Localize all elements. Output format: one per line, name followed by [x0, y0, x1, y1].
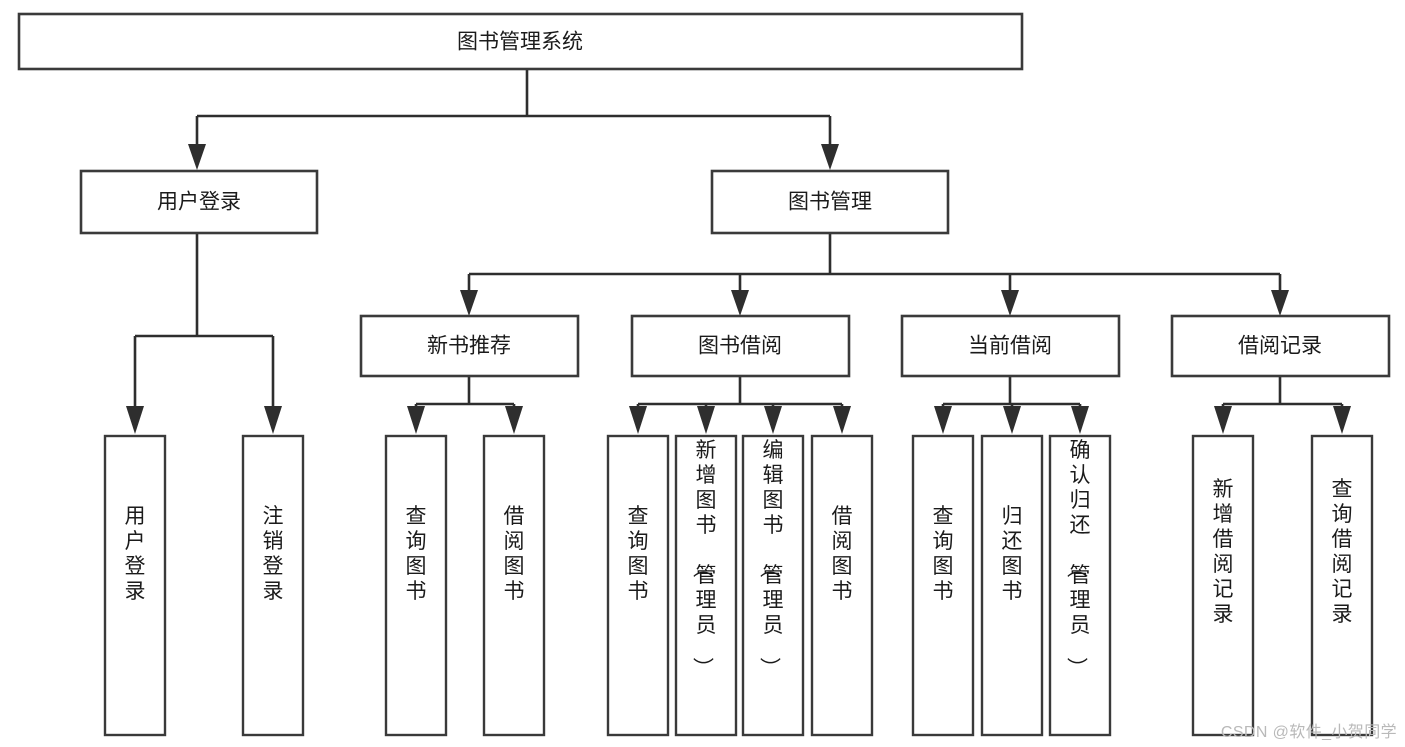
- leaf-return-book-box[interactable]: [980, 434, 1044, 737]
- arrow-leaf-add-book: [697, 406, 715, 434]
- arrow-to-book-borrow: [731, 290, 749, 316]
- node-current-borrow-label: 当前借阅: [968, 335, 1052, 358]
- node-book-borrow[interactable]: 图书借阅: [630, 314, 851, 378]
- arrow-leaf-logout-login: [264, 406, 282, 434]
- connector-group-root: [188, 69, 839, 170]
- node-root-label: 图书管理系统: [457, 31, 583, 54]
- leaf-query-book-2-box[interactable]: [606, 434, 670, 737]
- node-current-borrow-box[interactable]: [900, 314, 1121, 378]
- leaf-node-query-book-2[interactable]: 查询图书: [606, 434, 670, 737]
- node-new-book-recommend-label: 新书推荐: [427, 335, 511, 358]
- node-user-login[interactable]: 用户登录: [79, 169, 319, 235]
- leaf-node-borrow-book-1[interactable]: 借阅图书: [482, 434, 546, 737]
- node-user-login-label: 用户登录: [157, 191, 241, 214]
- connector-group-book-borrow: [629, 376, 851, 434]
- connector-group-book-management: [460, 234, 1289, 316]
- node-borrow-record-box[interactable]: [1170, 314, 1391, 378]
- leaf-borrow-book-2-box[interactable]: [810, 434, 874, 737]
- leaf-node-edit-book[interactable]: 编辑图书（管理员）: [741, 434, 805, 737]
- leaf-query-record-label: 查询借阅记录: [1332, 478, 1353, 626]
- leaf-edit-book-box[interactable]: [741, 434, 805, 737]
- leaf-query-book-1-box[interactable]: [384, 434, 448, 737]
- leaf-edit-book-label: 编辑图书（管理员）: [758, 439, 784, 678]
- arrow-to-user-login: [188, 144, 206, 170]
- node-book-management[interactable]: 图书管理: [710, 169, 950, 235]
- node-root-box[interactable]: [17, 12, 1024, 71]
- leaf-borrow-book-1-box[interactable]: [482, 434, 546, 737]
- leaf-query-record-box[interactable]: [1310, 434, 1374, 737]
- leaf-node-confirm-return[interactable]: 确认归还（管理员）: [1048, 434, 1112, 737]
- node-book-borrow-label: 图书借阅: [698, 335, 782, 358]
- leaf-node-logout-login[interactable]: 注销登录: [241, 434, 305, 737]
- arrow-leaf-query-book-3: [934, 406, 952, 434]
- leaf-add-record-box[interactable]: [1191, 434, 1255, 737]
- node-user-login-box[interactable]: [79, 169, 319, 235]
- leaf-node-add-record[interactable]: 新增借阅记录: [1191, 434, 1255, 737]
- leaf-return-book-label: 归还图书: [1002, 505, 1023, 603]
- leaf-add-book-box[interactable]: [674, 434, 738, 737]
- arrow-leaf-return-book: [1003, 406, 1021, 434]
- arrow-to-new-book-recommend: [460, 290, 478, 316]
- leaf-confirm-return-box[interactable]: [1048, 434, 1112, 737]
- leaf-borrow-book-2-label: 借阅图书: [832, 505, 853, 603]
- arrow-leaf-user-login: [126, 406, 144, 434]
- arrow-leaf-add-record: [1214, 406, 1232, 434]
- arrow-leaf-query-record: [1333, 406, 1351, 434]
- node-book-borrow-box[interactable]: [630, 314, 851, 378]
- node-borrow-record-label: 借阅记录: [1238, 335, 1322, 358]
- arrow-to-book-management: [821, 144, 839, 170]
- node-current-borrow[interactable]: 当前借阅: [900, 314, 1121, 378]
- leaf-user-login-box[interactable]: [103, 434, 167, 737]
- leaf-node-add-book[interactable]: 新增图书（管理员）: [674, 434, 738, 737]
- arrow-leaf-query-book-1: [407, 406, 425, 434]
- leaf-add-book-label: 新增图书（管理员）: [691, 439, 717, 678]
- arrow-leaf-query-book-2: [629, 406, 647, 434]
- connector-group-borrow-record: [1214, 376, 1351, 434]
- arrow-leaf-borrow-book-2: [833, 406, 851, 434]
- leaf-node-query-record[interactable]: 查询借阅记录: [1310, 434, 1374, 737]
- leaf-node-query-book-1[interactable]: 查询图书: [384, 434, 448, 737]
- leaf-node-return-book[interactable]: 归还图书: [980, 434, 1044, 737]
- arrow-leaf-confirm-return: [1071, 406, 1089, 434]
- leaf-node-query-book-3[interactable]: 查询图书: [911, 434, 975, 737]
- arrow-leaf-borrow-book-1: [505, 406, 523, 434]
- leaf-confirm-return-label: 确认归还（管理员）: [1065, 439, 1091, 678]
- leaf-logout-login-box[interactable]: [241, 434, 305, 737]
- node-root[interactable]: 图书管理系统: [17, 12, 1024, 71]
- node-borrow-record[interactable]: 借阅记录: [1170, 314, 1391, 378]
- leaf-query-book-3-label: 查询图书: [933, 505, 954, 603]
- arrow-leaf-edit-book: [764, 406, 782, 434]
- csdn-watermark: CSDN @软件_小贺同学: [1220, 724, 1397, 741]
- node-book-management-label: 图书管理: [788, 191, 872, 214]
- leaf-logout-login-label: 注销登录: [263, 505, 284, 603]
- connector-group-new-book-recommend: [407, 376, 523, 434]
- leaf-query-book-1-label: 查询图书: [406, 505, 427, 603]
- node-new-book-recommend[interactable]: 新书推荐: [359, 314, 580, 378]
- leaf-query-book-3-box[interactable]: [911, 434, 975, 737]
- node-new-book-recommend-box[interactable]: [359, 314, 580, 378]
- leaf-user-login-label: 用户登录: [125, 505, 146, 603]
- leaf-node-borrow-book-2[interactable]: 借阅图书: [810, 434, 874, 737]
- node-book-management-box[interactable]: [710, 169, 950, 235]
- connector-group-user-login: [126, 234, 282, 434]
- leaf-add-record-label: 新增借阅记录: [1213, 478, 1234, 626]
- arrow-to-current-borrow: [1001, 290, 1019, 316]
- leaf-node-user-login[interactable]: 用户登录: [103, 434, 167, 737]
- connector-group-current-borrow: [934, 376, 1089, 434]
- leaf-borrow-book-1-label: 借阅图书: [504, 505, 525, 603]
- arrow-to-borrow-record: [1271, 290, 1289, 316]
- leaf-query-book-2-label: 查询图书: [628, 505, 649, 603]
